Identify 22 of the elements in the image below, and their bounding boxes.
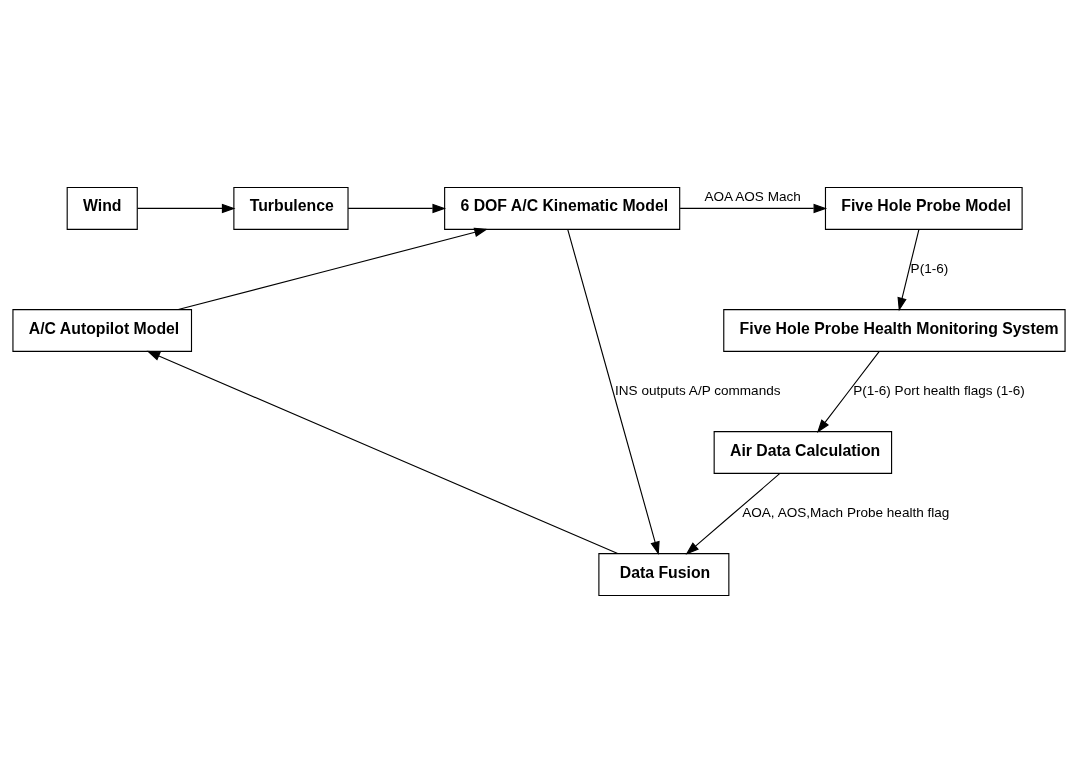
edge-label: INS outputs A/P commands [615,383,781,398]
arrow [685,472,781,555]
node-box: Five Hole Probe Model [824,186,1023,230]
edge-label: AOA, AOS,Mach Probe health flag [742,505,950,521]
edge-label: AOA AOS Mach [704,189,801,205]
arrow [347,203,446,214]
node-box: A/C Autopilot Model [12,309,193,352]
arrow [146,350,619,555]
node-box: 6 DOF A/C Kinematic Model [444,186,681,230]
node-box: Turbulence [233,186,349,230]
arrow [679,203,828,214]
arrow [177,227,488,311]
arrow [567,229,660,556]
node-box: Data Fusion [598,553,730,597]
edge-label: P(1-6) [910,260,949,276]
arrow [137,203,236,214]
arrow [817,350,880,433]
arrow [897,228,920,312]
node-box: Five Hole Probe Health Monitoring System [723,309,1066,352]
node-box: Air Data Calculation [713,431,893,474]
edge-label: P(1-6) Port health flags (1-6) [853,383,1025,398]
node-box: Wind [66,186,138,230]
